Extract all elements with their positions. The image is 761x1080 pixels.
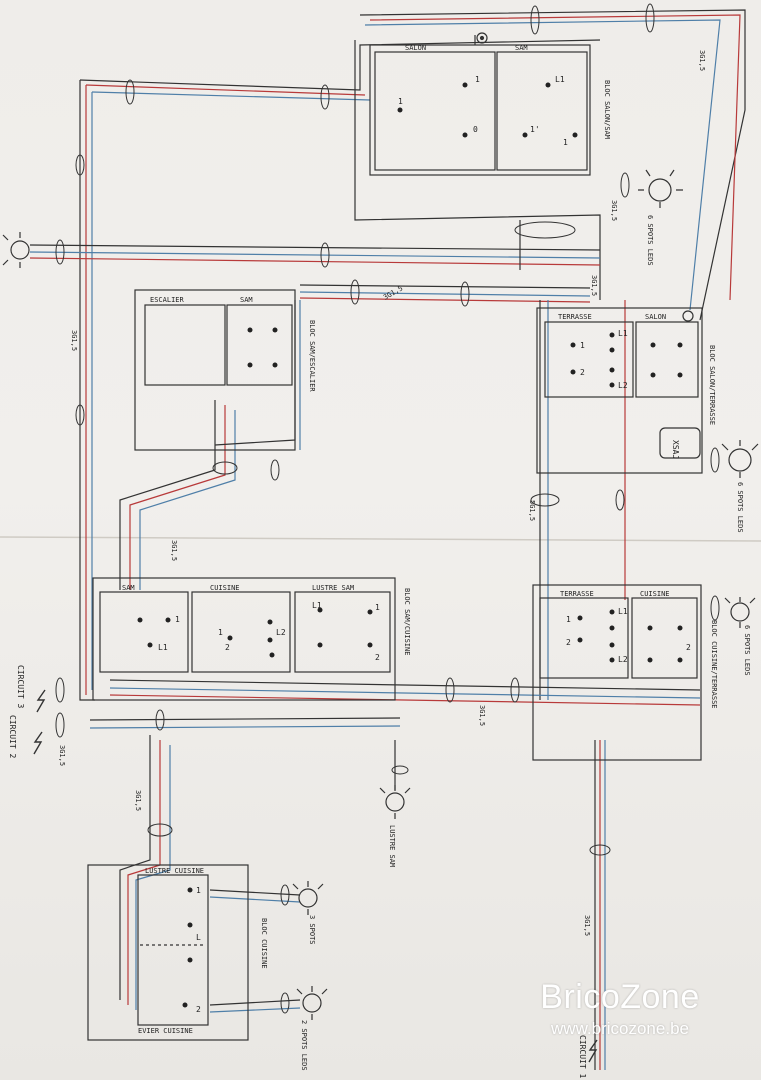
terrasse-terminal-1: 1	[580, 341, 585, 350]
cuisine-terminal-b: L2	[276, 628, 286, 637]
block-terrasse-cuisine-label: BLOC CUISINE/TERRASSE	[710, 620, 718, 709]
salon-terminal-0: 0	[473, 125, 478, 134]
lightning-icon	[33, 731, 43, 755]
block-terrasse-salon	[536, 307, 703, 474]
cuisine-terminal-a: 1	[218, 628, 223, 637]
terrasse-switch-label: TERRASSE	[558, 313, 592, 321]
cable-label-2: 3G1,5	[698, 50, 706, 71]
middle-horizontal-wires	[29, 220, 601, 303]
lustre-cuisine-terminals	[182, 887, 193, 1008]
block-sam-cuisine	[92, 577, 396, 701]
circuit-1-label: CIRCUIT 1	[578, 1035, 587, 1079]
cuisine-2-terminal-2: 2	[686, 643, 691, 652]
block-terrasse-salon-label: BLOC SALON/TERRASSE	[708, 345, 716, 425]
sam-terminal-b: L1	[158, 643, 168, 652]
terrasse-2-terminal-l2: L2	[618, 655, 628, 664]
light-fixture-cuisine-3	[292, 881, 324, 915]
block-lustre-cuisine-label: BLOC CUISINE	[260, 918, 268, 969]
terrasse-salon-terminals	[570, 332, 683, 388]
cable-label-6: 5G1,5	[528, 500, 536, 521]
cable-label-8: 3G1,5	[478, 705, 486, 726]
salon-terminal-1: 1	[475, 75, 480, 84]
evier-cuisine-switch-label: EVIER CUISINE	[138, 1027, 193, 1035]
lustre-terminal-b: 1	[375, 603, 380, 612]
terrasse-spots-label: 6 SPOTS LEDS	[736, 482, 744, 533]
relay-label: XSAJ	[671, 440, 680, 459]
top-right-wires	[354, 9, 746, 321]
sam-terminal-1p: 1'	[530, 125, 540, 134]
cable-label-9: 3G1,5	[134, 790, 142, 811]
light-fixture-terrasse-spots	[721, 440, 759, 478]
escalier-sam-switch-label: SAM	[240, 296, 253, 304]
light-fixture-evier	[296, 986, 328, 1020]
cable-label-7: 3G1,5	[170, 540, 178, 561]
block-sam-cuisine-label: BLOC SAM/CUISINE	[403, 588, 411, 655]
right-vertical-wires	[539, 300, 626, 1070]
block-salon-sam-label: BLOC SALON/SAM	[603, 80, 611, 139]
light-fixture-left	[2, 232, 30, 268]
escalier-down-wires	[119, 300, 301, 590]
escalier-switch-label: ESCALIER	[150, 296, 185, 304]
lustre-cuisine-terminal-1: 1	[196, 886, 201, 895]
lightning-icon	[36, 689, 46, 713]
cable-label-3: 3G1,5	[610, 200, 618, 221]
cuisine-switch-label: CUISINE	[210, 584, 240, 592]
escalier-terminals	[247, 327, 278, 368]
sam-terminal-1b: 1	[563, 138, 568, 147]
cuisine-spots-label: 6 SPOTS LEDS	[743, 625, 751, 676]
light-fixture-salon-spots	[638, 169, 683, 208]
cable-label-1: 3G1,5	[70, 330, 78, 351]
cable-ties	[55, 3, 720, 1014]
block-lustre-cuisine	[87, 864, 249, 1041]
cable-label-4: 3G1,5	[590, 275, 598, 296]
terrasse-terminal-2: 2	[580, 368, 585, 377]
salon-terminal-2: 1	[398, 97, 403, 106]
left-trunk-wires	[79, 39, 601, 701]
watermark: BricoZone www.bricozone.be	[520, 978, 720, 1039]
lustre-terminal-a: L1	[312, 601, 322, 610]
sam-terminal-l1: L1	[555, 75, 565, 84]
sam-terminal-a: 1	[175, 615, 180, 624]
lustre-sam-label: LUSTRE SAM	[388, 825, 396, 867]
cable-label-11: 3G1,5	[58, 745, 66, 766]
block-escalier-sam	[134, 289, 296, 451]
terrasse-terminal-l2: L2	[618, 381, 628, 390]
terrasse-2-terminal-l1: L1	[618, 607, 628, 616]
watermark-url: www.bricozone.be	[551, 1019, 689, 1038]
sam-switch-2-label: SAM	[122, 584, 135, 592]
terrasse-terminal-l1: L1	[618, 329, 628, 338]
lustre-cuisine-terminal-2: 2	[196, 1005, 201, 1014]
terrasse-salon-switch-label: SALON	[645, 313, 666, 321]
terrasse-2-terminal-2: 2	[566, 638, 571, 647]
lightning-icon	[588, 1039, 598, 1063]
lustre-cuisine-switch-label: LUSTRE CUISINE	[145, 867, 204, 875]
lower-horizontal-wires	[89, 679, 701, 729]
light-fixture-lustre-sam	[379, 740, 411, 819]
cable-label-10: 3G1,5	[583, 915, 591, 936]
cuisine-2-switch-label: CUISINE	[640, 590, 670, 598]
block-salon-sam	[369, 32, 591, 176]
circuit-2-label: CIRCUIT 2	[8, 715, 17, 759]
lustre-sam-switch-label: LUSTRE SAM	[312, 584, 354, 592]
sam-switch-label: SAM	[515, 44, 528, 52]
salon-spots-label: 6 SPOTS LEDS	[646, 215, 654, 266]
lustre-terminal-c: 2	[375, 653, 380, 662]
cuisine-terminal-c: 2	[225, 643, 230, 652]
block-escalier-sam-label: BLOC SAM/ESCALIER	[308, 320, 316, 392]
light-fixture-cuisine-spots	[724, 597, 756, 628]
evier-spots-label: 2 SPOTS LEDS	[300, 1020, 308, 1071]
watermark-title: BricoZone	[540, 978, 700, 1016]
circuit-3-label: CIRCUIT 3	[16, 665, 25, 709]
salon-sam-terminals	[397, 82, 578, 138]
paper-fold-line	[0, 536, 761, 542]
block-terrasse-cuisine	[532, 584, 702, 761]
terrasse-2-terminal-1: 1	[566, 615, 571, 624]
terrasse-cuisine-terminals	[577, 609, 683, 663]
terrasse-2-switch-label: TERRASSE	[560, 590, 594, 598]
salon-switch-label: SALON	[405, 44, 426, 52]
cuisine-3-spots-label: 3 SPOTS	[308, 915, 316, 945]
lustre-cuisine-terminal-l: L	[196, 933, 201, 942]
sam-cuisine-terminals	[137, 607, 373, 658]
